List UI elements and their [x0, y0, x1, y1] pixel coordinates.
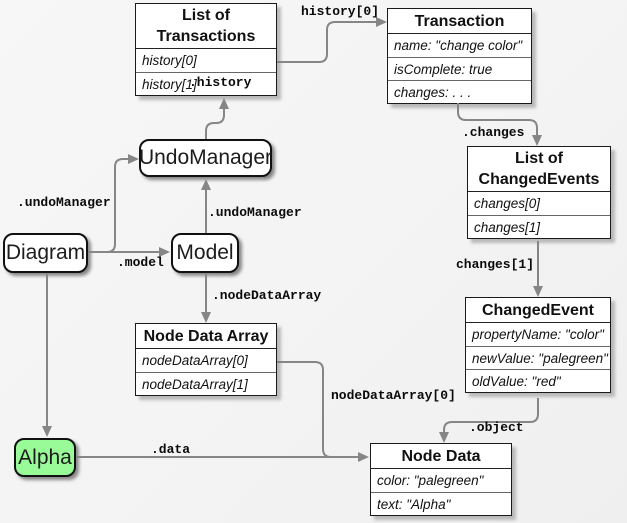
node-label: Diagram	[5, 241, 86, 264]
table-row: nodeDataArray[0]	[142, 353, 248, 368]
table-row: name: "change color"	[394, 38, 523, 53]
table-row: isComplete: true	[388, 57, 531, 80]
box-node-data-array[interactable]: Node Data Array nodeDataArray[0] nodeDat…	[135, 323, 277, 396]
node-diagram[interactable]: Diagram	[3, 233, 88, 273]
link-label-data: .data	[151, 442, 191, 457]
node-undomanager[interactable]: UndoManager	[139, 139, 272, 177]
table-row: changes: . . .	[388, 80, 531, 103]
table-row: nodeDataArray[1]	[136, 372, 276, 395]
link-label-model: .model	[117, 255, 164, 270]
box-list-of-changedevents[interactable]: List of ChangedEvents changes[0] changes…	[467, 146, 611, 239]
table-row: oldValue: "red"	[466, 369, 610, 392]
node-model[interactable]: Model	[171, 233, 239, 273]
box-node-data[interactable]: Node Data color: "palegreen" text: "Alph…	[370, 443, 512, 516]
box-title: Node Data	[371, 444, 511, 469]
box-transaction[interactable]: Transaction name: "change color" isCompl…	[387, 8, 532, 104]
node-label: Model	[176, 241, 234, 264]
box-title: ChangedEvent	[466, 298, 610, 323]
link-nodedataarray0[interactable]	[277, 361, 352, 458]
box-changedevent[interactable]: ChangedEvent propertyName: "color" newVa…	[465, 297, 611, 393]
link-label-undomanager-left: .undoManager	[17, 195, 111, 210]
table-row: color: "palegreen"	[377, 473, 484, 488]
node-alpha[interactable]: Alpha	[14, 438, 76, 477]
link-label-object: .object	[469, 420, 524, 435]
table-row: history[1]	[136, 72, 276, 95]
link-history[interactable]	[205, 98, 229, 139]
link-object[interactable]	[439, 398, 539, 443]
box-title: List of Transactions	[136, 4, 276, 49]
box-title: List of ChangedEvents	[468, 147, 610, 192]
link-label-changes: .changes	[462, 125, 525, 140]
table-row: changes[0]	[474, 196, 541, 211]
link-label-history0: history[0]	[301, 4, 380, 19]
table-row: text: "Alpha"	[371, 492, 511, 515]
link-label-changes1: changes[1]	[456, 257, 535, 272]
box-list-of-transactions[interactable]: List of Transactions history[0] history[…	[135, 3, 277, 96]
link-history0[interactable]	[277, 17, 387, 63]
table-row: propertyName: "color"	[472, 327, 604, 342]
table-row: history[0]	[142, 53, 197, 68]
link-label-nodedataarray0: nodeDataArray[0]	[331, 388, 456, 403]
link-label-history: .history	[189, 75, 252, 90]
link-label-nodedataarray: .nodeDataArray	[212, 288, 322, 303]
table-row: newValue: "palegreen"	[466, 346, 610, 369]
table-row: changes[1]	[468, 215, 610, 238]
link-changes[interactable]	[457, 103, 542, 146]
node-label: UndoManager	[138, 146, 273, 169]
box-title: Transaction	[388, 9, 531, 34]
node-label: Alpha	[18, 445, 72, 469]
link-label-undomanager-right: .undoManager	[208, 205, 302, 220]
box-title: Node Data Array	[136, 324, 276, 349]
